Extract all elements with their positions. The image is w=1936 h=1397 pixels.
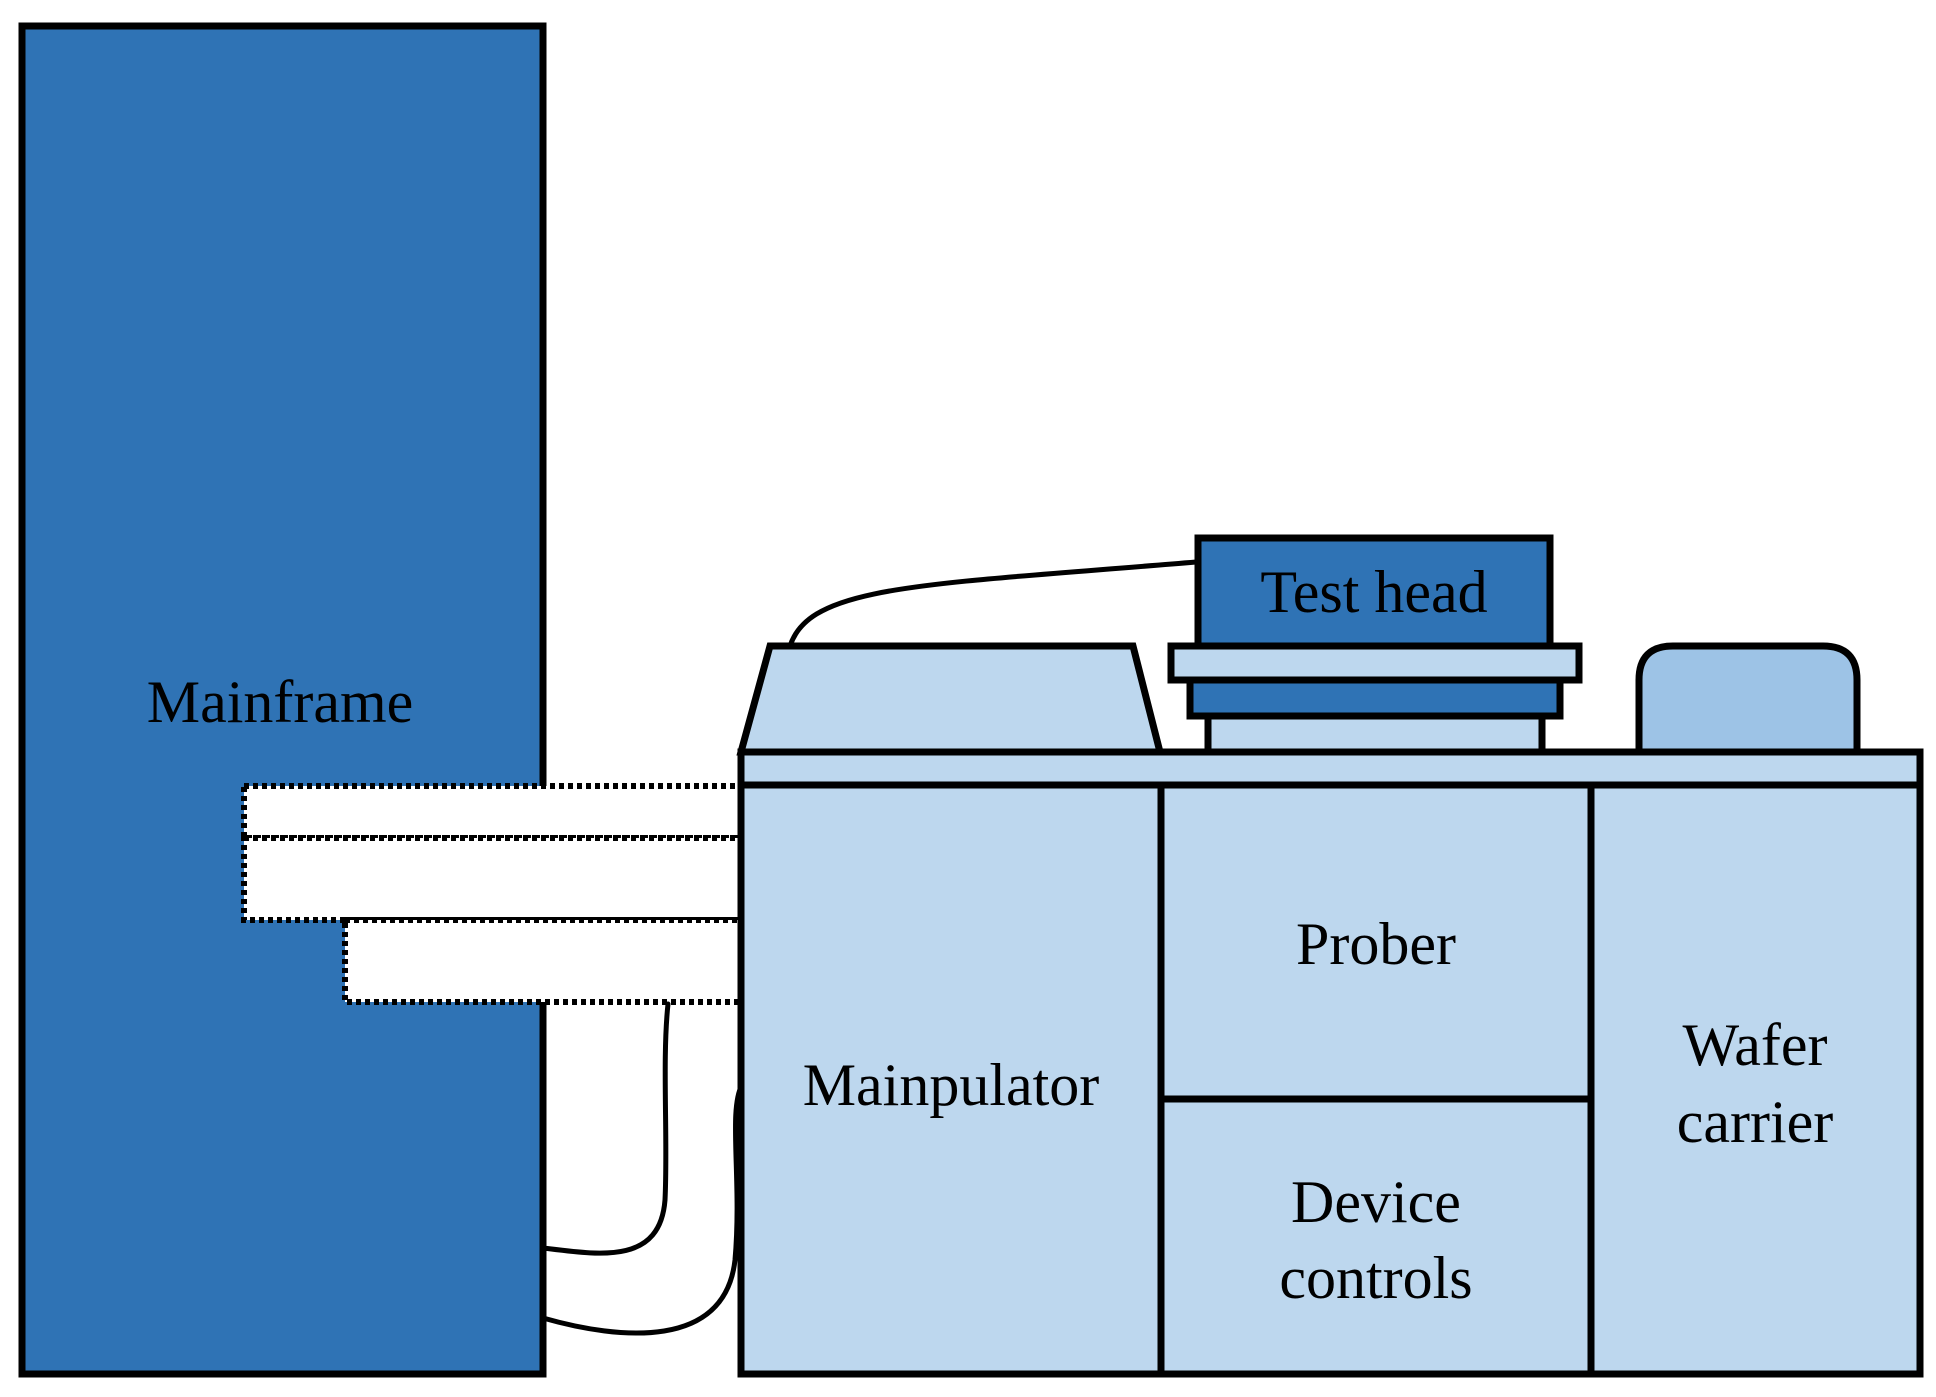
test-head-base (1204, 712, 1546, 756)
cable-lower-2 (540, 1082, 745, 1336)
top-strip (737, 748, 1924, 789)
wafer-carrier-cap (1635, 642, 1861, 756)
test-head-adapter (1186, 676, 1564, 720)
device-controls-label-line2: controls (1279, 1245, 1472, 1311)
mainframe-label: Mainframe (147, 669, 414, 735)
cable-lower-1 (540, 1001, 671, 1256)
mainframe-block (18, 22, 547, 1378)
wafer-carrier-label-line1: Wafer (1682, 1012, 1827, 1078)
wafer-carrier-label-line2: carrier (1677, 1089, 1834, 1155)
test-head-label: Test head (1260, 559, 1487, 625)
cable-test-head (787, 559, 1199, 649)
manipulator-block (737, 781, 1165, 1378)
rail-middle (241, 835, 747, 923)
device-controls-label-line1: Device (1291, 1169, 1461, 1235)
device-controls-block (1157, 1095, 1595, 1378)
test-head-plate (1167, 642, 1583, 684)
rail-bottom (342, 917, 747, 1005)
manipulator-top (736, 642, 1165, 756)
manipulator-label: Mainpulator (803, 1052, 1100, 1118)
wafer-carrier-block (1587, 781, 1924, 1378)
rail-top (241, 783, 747, 841)
prober-label: Prober (1296, 911, 1456, 977)
